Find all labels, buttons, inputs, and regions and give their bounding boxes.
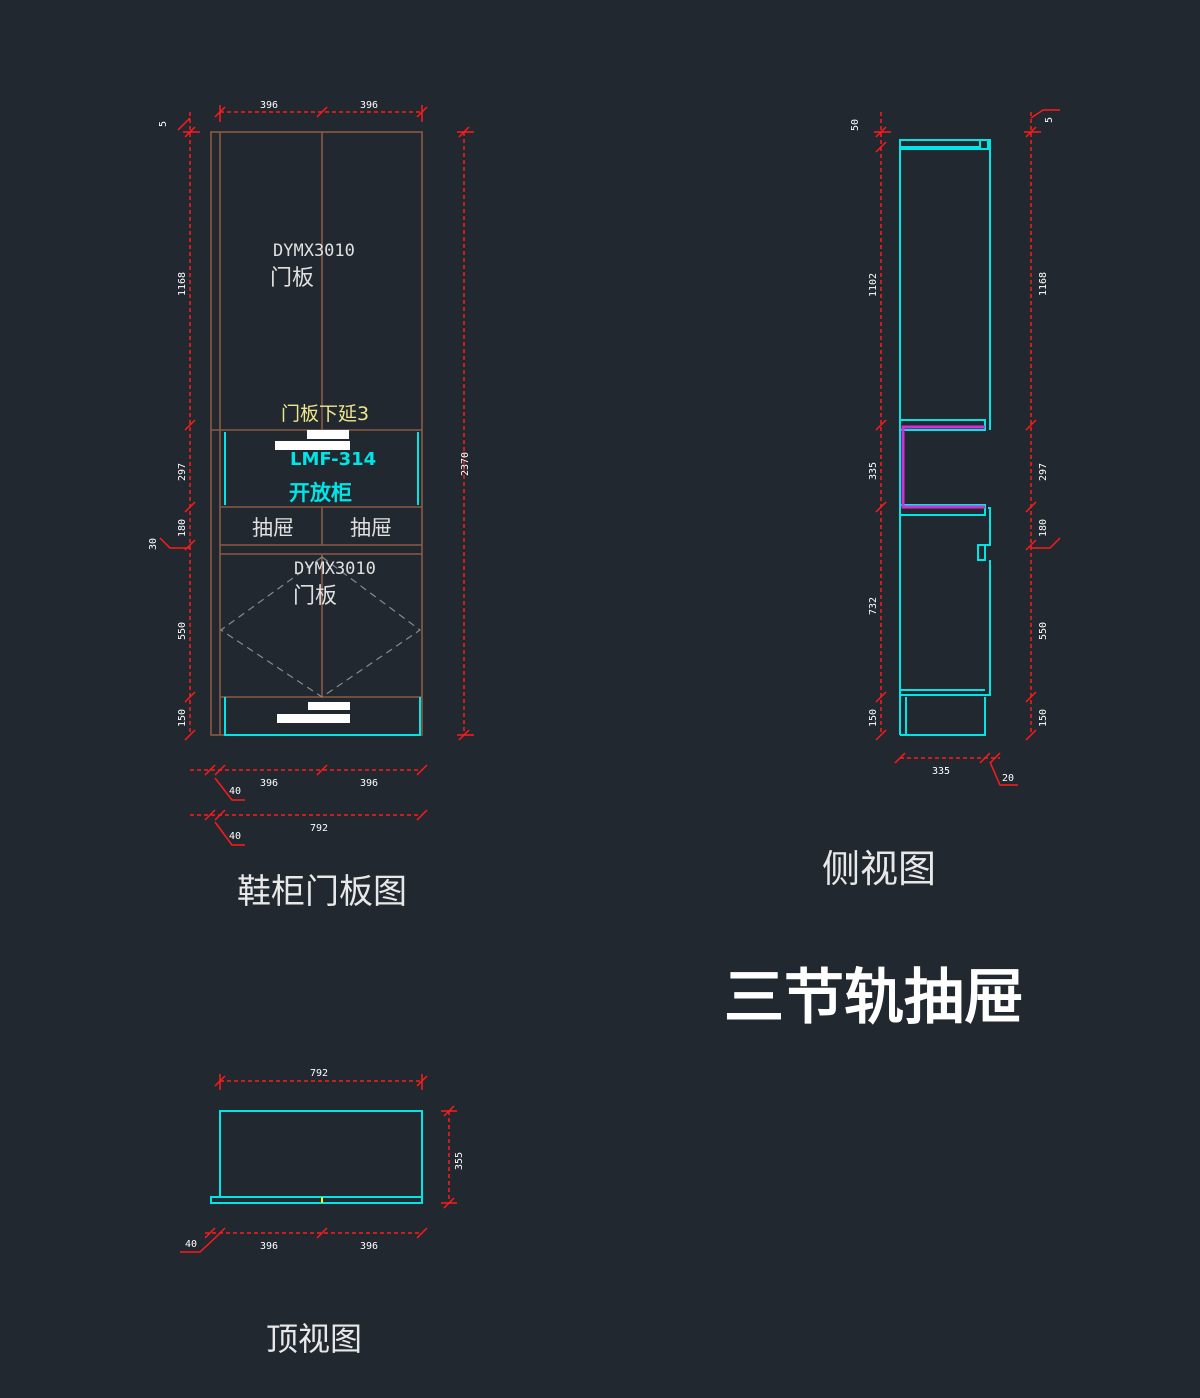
dim-text: 732 xyxy=(868,597,879,615)
dim-text: 150 xyxy=(1038,709,1049,727)
open-cabinet-outline xyxy=(224,432,421,736)
side-dimension-lines xyxy=(880,112,1032,759)
dim-text: 150 xyxy=(177,709,188,727)
dim-text: 550 xyxy=(1038,622,1049,640)
dim-text: 396 xyxy=(360,100,378,111)
dim-text: 40 xyxy=(229,786,241,797)
open-cabinet-label: 开放柜 xyxy=(289,481,352,505)
drawer-note: 三节轨抽屉 xyxy=(724,963,1024,1033)
dim-text: 1102 xyxy=(868,273,879,297)
open-cabinet-code: LMF-314 xyxy=(290,449,376,470)
dim-text: 396 xyxy=(360,778,378,789)
dim-text: 355 xyxy=(454,1152,465,1170)
dim-text: 335 xyxy=(932,766,950,777)
side-view: 50 1102 335 732 150 5 1168 297 180 550 1… xyxy=(822,109,1061,891)
drawer-section-outline xyxy=(901,425,985,509)
drawer-right-label: 抽屉 xyxy=(350,516,392,540)
lower-door-model: DYMX3010 xyxy=(294,559,376,579)
dim-text: 50 xyxy=(850,119,861,131)
dim-text: 40 xyxy=(229,831,241,842)
dim-text: 180 xyxy=(177,519,188,537)
dim-text: 180 xyxy=(1038,519,1049,537)
door-swing-lines xyxy=(219,556,422,698)
upper-door-model: DYMX3010 xyxy=(273,241,355,261)
front-view: DYMX3010 门板 门板下延3 LMF-314 开放柜 抽屉 抽屉 DYMX… xyxy=(148,100,474,912)
dim-text: 335 xyxy=(868,462,879,480)
top-cabinet-outline xyxy=(210,1110,423,1204)
dim-text: 396 xyxy=(360,1241,378,1252)
side-view-title: 侧视图 xyxy=(822,847,936,891)
dim-text: 5 xyxy=(158,121,169,127)
door-extend-note: 门板下延3 xyxy=(281,403,369,425)
dim-text: 792 xyxy=(310,823,328,834)
front-view-title: 鞋柜门板图 xyxy=(237,872,407,912)
dim-text: 2370 xyxy=(460,452,471,476)
dim-text: 1168 xyxy=(177,272,188,296)
lower-door-label: 门板 xyxy=(293,584,337,609)
dim-text: 150 xyxy=(868,709,879,727)
dim-text: 297 xyxy=(177,463,188,481)
dim-text: 20 xyxy=(1002,773,1014,784)
dim-text: 1168 xyxy=(1038,272,1049,296)
top-view-title: 顶视图 xyxy=(266,1320,362,1358)
dim-text: 396 xyxy=(260,778,278,789)
side-cabinet-outline xyxy=(899,139,991,736)
side-dimension-ticks xyxy=(874,109,1061,786)
handle-block xyxy=(308,702,350,710)
upper-door-label: 门板 xyxy=(270,266,314,291)
top-dimension-ticks xyxy=(180,1074,457,1253)
drawer-left-label: 抽屉 xyxy=(252,516,294,540)
dim-text: 30 xyxy=(148,538,159,550)
dim-text: 396 xyxy=(260,100,278,111)
front-dimension-ticks xyxy=(159,105,474,846)
handle-block xyxy=(307,430,349,439)
top-dimension-lines xyxy=(205,1080,450,1234)
dim-text: 40 xyxy=(185,1239,197,1250)
handle-block xyxy=(275,441,350,450)
dim-text: 5 xyxy=(1044,117,1055,123)
dim-text: 792 xyxy=(310,1068,328,1079)
dim-text: 297 xyxy=(1038,463,1049,481)
dim-text: 550 xyxy=(177,622,188,640)
top-view: 792 355 40 396 396 顶视图 xyxy=(180,1068,465,1358)
handle-block xyxy=(277,714,350,723)
dim-text: 396 xyxy=(260,1241,278,1252)
